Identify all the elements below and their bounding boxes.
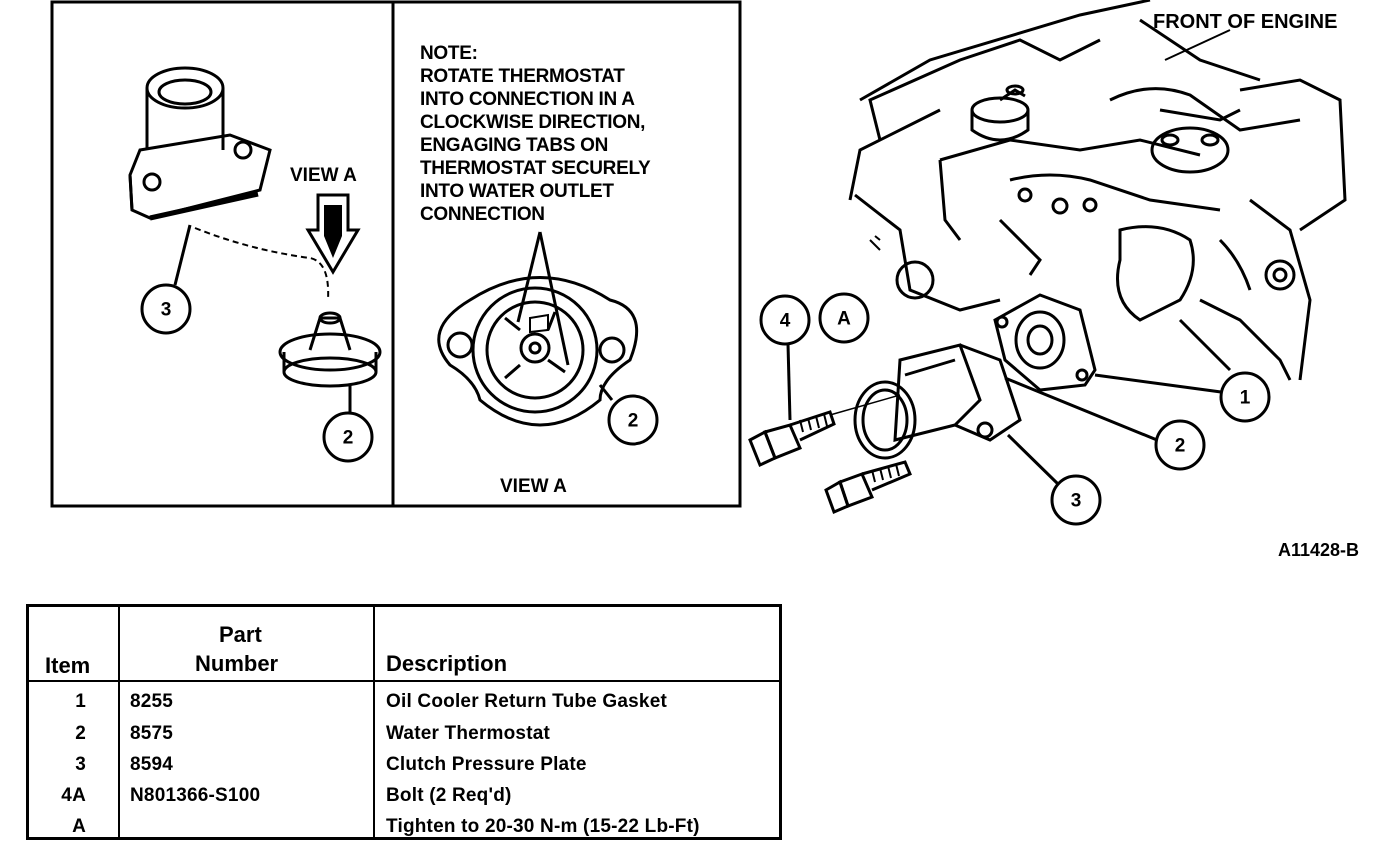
callout-number: 3	[161, 300, 172, 321]
left-callout-3: 3	[140, 224, 192, 335]
note-line: ROTATE THERMOSTAT	[420, 66, 625, 87]
mid-callout-2: 2	[607, 394, 659, 446]
engine-block-drawing	[848, 0, 1347, 381]
note-line: INTO WATER OUTLET	[420, 181, 614, 202]
row-item: A	[72, 816, 86, 837]
housing-exploded-drawing	[853, 293, 1097, 460]
column-divider	[118, 607, 120, 837]
bolt-drawing	[748, 394, 912, 515]
row-description: Clutch Pressure Plate	[386, 754, 587, 775]
row-description: Water Thermostat	[386, 723, 551, 744]
thermostat-view-a-drawing	[437, 231, 639, 427]
svg-text:A: A	[837, 309, 851, 330]
parts-table: Item Part Number Description 1 8255 Oil …	[26, 604, 782, 840]
row-part: 8575	[130, 723, 174, 744]
svg-text:2: 2	[628, 411, 639, 432]
exploded-diagram: 3 2 2	[50, 0, 1347, 526]
note-line: ENGAGING TABS ON	[420, 135, 609, 156]
view-a-caption: VIEW A	[500, 476, 567, 497]
row-item: 1	[75, 691, 86, 712]
row-item: 3	[75, 754, 86, 775]
inset-frames	[50, 0, 742, 508]
header-description: Description	[386, 651, 508, 676]
right-callout-A: A	[818, 292, 870, 344]
note-line: THERMOSTAT SECURELY	[420, 158, 651, 179]
thermostat-drawing	[278, 311, 382, 388]
svg-text:2: 2	[1175, 436, 1186, 457]
left-callout-2: 2	[322, 385, 374, 463]
figure-code: A11428-B	[1278, 540, 1360, 560]
svg-text:4: 4	[780, 311, 791, 332]
dashed-leader	[194, 227, 330, 301]
svg-text:3: 3	[1071, 491, 1082, 512]
front-of-engine-label: FRONT OF ENGINE	[1153, 11, 1338, 33]
right-callout-4: 4	[759, 294, 811, 421]
svg-text:2: 2	[343, 428, 354, 449]
row-part: N801366-S100	[130, 785, 261, 806]
column-divider	[373, 607, 375, 837]
header-divider	[29, 680, 779, 682]
row-item: 4A	[61, 785, 86, 806]
note-line: CLOCKWISE DIRECTION,	[420, 112, 646, 133]
row-part: 8594	[130, 754, 174, 775]
row-description: Bolt (2 Req'd)	[386, 785, 512, 806]
header-part: Part	[219, 622, 262, 647]
note-line: NOTE:	[420, 43, 478, 64]
view-a-label: VIEW A	[290, 165, 357, 186]
svg-text:1: 1	[1240, 388, 1251, 409]
row-part: 8255	[130, 691, 174, 712]
row-description: Tighten to 20-30 N-m (15-22 Lb-Ft)	[386, 816, 700, 837]
row-item: 2	[75, 723, 86, 744]
header-number: Number	[195, 651, 279, 676]
right-callout-1: 1	[1094, 371, 1271, 423]
front-of-engine-leader	[1164, 29, 1231, 61]
right-callout-2: 2	[1004, 376, 1206, 471]
header-item: Item	[45, 653, 91, 678]
note-line: INTO CONNECTION IN A	[420, 89, 635, 110]
water-outlet-connection-drawing	[128, 66, 272, 221]
view-a-arrow-icon	[305, 193, 361, 275]
row-description: Oil Cooler Return Tube Gasket	[386, 691, 667, 712]
note-line: CONNECTION	[420, 204, 545, 225]
right-callout-3: 3	[1006, 433, 1102, 526]
